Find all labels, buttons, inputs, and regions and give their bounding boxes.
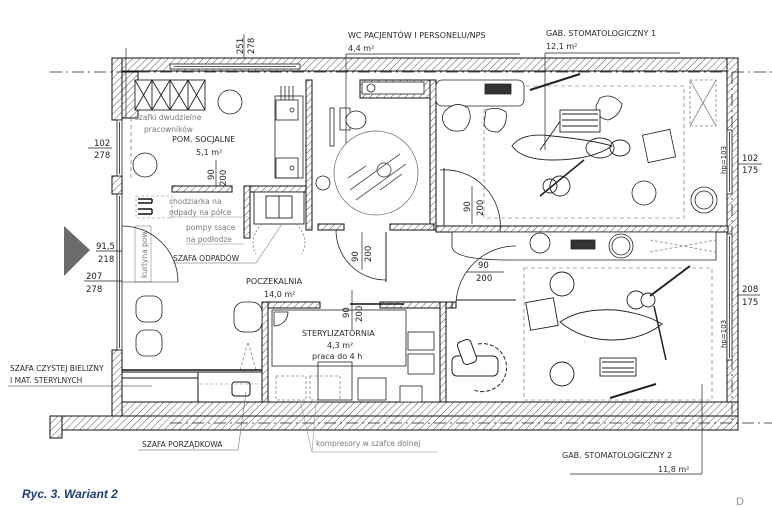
- entry-door-width: 91,5: [96, 242, 115, 252]
- dental2-work-area: [523, 267, 713, 401]
- social-chair-icon: [132, 152, 158, 178]
- curtain-label: kurtyna pow.: [140, 230, 149, 278]
- pumps-label-2: na podłodze: [186, 235, 232, 244]
- door-steril-width: 90: [342, 307, 352, 318]
- right-window-1-width: 102: [742, 154, 758, 164]
- steril-work-note: praca do 4 h: [312, 352, 362, 361]
- dental2-counter: [451, 231, 717, 261]
- dental1-room-area: 12,1 m²: [546, 42, 577, 51]
- right-window-2-width: 208: [742, 285, 758, 295]
- top-window: [169, 63, 301, 70]
- patient-chair-icon: [451, 338, 507, 393]
- right-window-1-height: 175: [742, 166, 758, 176]
- kitchen-counter: [274, 86, 304, 179]
- cooler-label-1: chodziarka na: [169, 197, 221, 206]
- wc-room-name: WC PACJENTÓW I PERSONELU/NPS: [348, 29, 486, 40]
- top-window-width: 251: [236, 38, 246, 54]
- right-windows: [726, 129, 733, 361]
- cooler-shelf: [135, 195, 173, 219]
- dental-chair-1-icon: [511, 73, 631, 197]
- door-steril-height: 200: [355, 306, 365, 322]
- left-window-1-height: 278: [94, 151, 110, 161]
- dental2-door-swing: [455, 245, 517, 303]
- wheelchair-icon: [347, 153, 407, 201]
- door-social-height: 200: [219, 170, 229, 186]
- window-dimensions: [84, 34, 762, 296]
- door-wc-width: 90: [351, 251, 361, 262]
- social-room-name: POM. SOCJALNE: [172, 135, 235, 144]
- entry-arrow-icon: [64, 226, 90, 276]
- sterilization-fixtures: [271, 309, 435, 403]
- axis-lines: [50, 71, 772, 424]
- social-table-icon: [217, 89, 243, 115]
- waiting-room-area: 14,0 m²: [264, 290, 295, 299]
- steril-room-name: STERYLIZATORNIA: [302, 329, 375, 338]
- left-window-1-width: 102: [94, 139, 110, 149]
- linen-cabinet-label-1: SZAFA CZYSTEJ BIELIZNY: [10, 364, 104, 373]
- linen-cabinet: [121, 369, 263, 403]
- social-room-area: 5,1 m²: [196, 148, 222, 157]
- door-social-width: 90: [207, 169, 217, 180]
- entry-door-height: 218: [98, 255, 114, 265]
- window-sill-height-1: hp=103: [720, 146, 728, 174]
- corner-mark: D: [736, 496, 744, 508]
- waste-cabinet: [252, 191, 306, 255]
- waste-cabinet-label: SZAFA ODPADÓW: [173, 254, 240, 263]
- dental1-work-area: [483, 85, 685, 219]
- left-windows: [116, 119, 123, 351]
- figure-caption: Ryc. 3. Wariant 2: [22, 487, 118, 501]
- left-window-2-height: 278: [86, 285, 102, 295]
- dental2-room-area: 11,8 m²: [658, 465, 689, 474]
- door-dental1-width: 90: [463, 201, 473, 212]
- left-window-2-width: 207: [86, 272, 102, 282]
- entry-door-swing: [121, 225, 179, 283]
- dental2-room-name: GAB. STOMATOLOGICZNY 2: [562, 451, 672, 460]
- dental1-room-name: GAB. STOMATOLOGICZNY 1: [546, 29, 656, 38]
- pumps-label-1: pompy ssące: [186, 223, 236, 232]
- wc-room-area: 4,4 m²: [348, 44, 374, 53]
- cooler-label-2: odpady na półce: [169, 208, 232, 217]
- dental1-furniture: [435, 79, 718, 214]
- door-dental2-height: 200: [476, 274, 492, 284]
- wc-fixtures: [315, 81, 425, 216]
- lockers-label-1: szafki dwudzielne: [135, 113, 202, 122]
- dental-chair-2-icon: [525, 265, 691, 399]
- steril-room-area: 4,3 m²: [327, 341, 353, 350]
- compressors-label: kompresory w szafce dolnej: [316, 439, 420, 448]
- door-dental2-width: 90: [478, 261, 489, 271]
- wc-door-swing: [335, 229, 387, 281]
- waiting-room-name: POCZEKALNIA: [246, 277, 303, 286]
- linen-cabinet-label-2: I MAT. STERYLNYCH: [10, 376, 82, 385]
- dental1-door-swing: [439, 169, 501, 233]
- top-window-height: 278: [247, 38, 257, 54]
- right-window-2-height: 175: [742, 298, 758, 308]
- waiting-seats: [135, 295, 263, 371]
- employee-lockers: [134, 79, 206, 111]
- window-sill-height-2: hp=103: [720, 320, 728, 348]
- door-wc-height: 200: [364, 246, 374, 262]
- cleaning-cabinet-label: SZAFA PORZĄDKOWA: [142, 440, 223, 449]
- door-dental1-height: 200: [476, 200, 486, 216]
- lockers-label-2: pracowników: [144, 125, 193, 134]
